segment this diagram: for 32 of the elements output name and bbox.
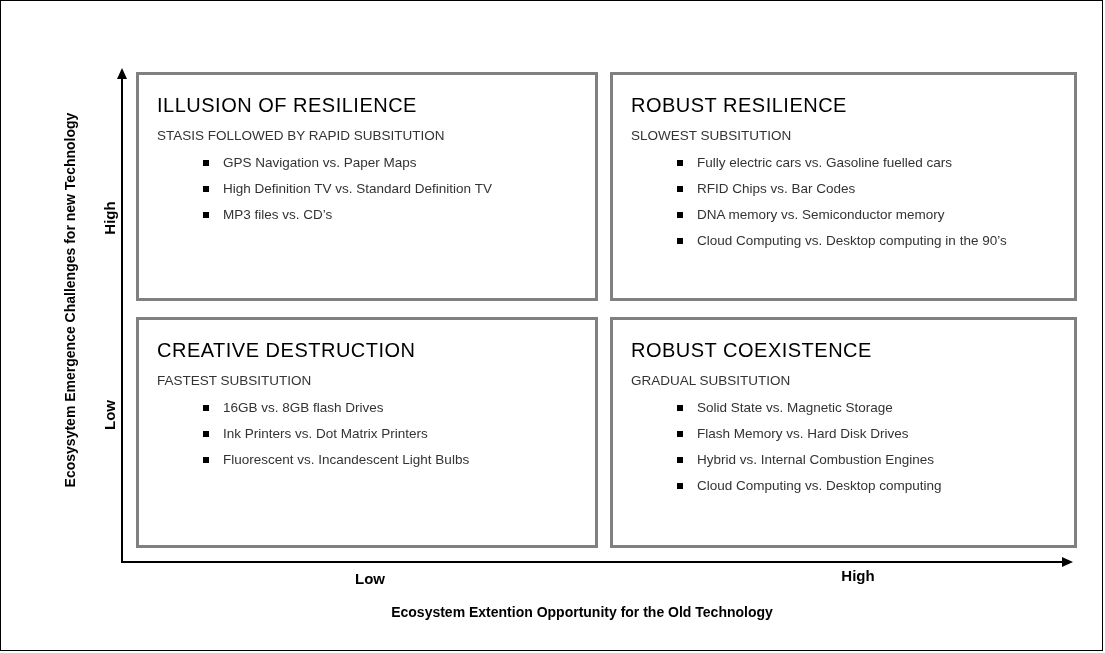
bullet-item: MP3 files vs. CD’s	[203, 206, 333, 223]
bullet-item: GPS Navigation vs. Paper Maps	[203, 154, 417, 171]
axis-tick-label: Low	[355, 568, 385, 589]
bullet-item: Fluorescent vs. Incandescent Light Bulbs	[203, 451, 470, 468]
quadrant-box	[610, 317, 1077, 548]
quadrant-subtitle: GRADUAL SUBSITUTION	[631, 372, 791, 390]
bullet-item: Cloud Computing vs. Desktop computing	[677, 477, 942, 494]
quadrant-heading: CREATIVE DESTRUCTION	[157, 338, 416, 362]
bullet-item: High Definition TV vs. Standard Definition TV	[203, 180, 492, 197]
quadrant-subtitle: SLOWEST SUBSITUTION	[631, 127, 792, 145]
quadrant-subtitle: STASIS FOLLOWED BY RAPID SUBSITUTION	[157, 127, 445, 145]
bullet-item: Cloud Computing vs. Desktop computing in the 90’s	[677, 232, 1007, 249]
y-axis-title: Ecosysytem Emergence Challenges for new Technology	[60, 112, 79, 488]
bullet-item: Fully electric cars vs. Gasoline fuelled cars	[677, 154, 953, 171]
quadrant-box	[610, 72, 1077, 301]
bullet-item: 16GB vs. 8GB flash Drives	[203, 399, 384, 416]
quadrant-box	[136, 317, 598, 548]
x-axis-title: Ecosystem Extention Opportunity for the Old Technology	[391, 602, 773, 622]
bullet-item: RFID Chips vs. Bar Codes	[677, 180, 856, 197]
quadrant-heading: ILLUSION OF RESILIENCE	[157, 93, 417, 117]
axis-tick-label: Low	[99, 400, 119, 430]
bullet-item: Solid State vs. Magnetic Storage	[677, 399, 893, 416]
quadrant-subtitle: FASTEST SUBSITUTION	[157, 372, 312, 390]
quadrant-heading: ROBUST COEXISTENCE	[631, 338, 872, 362]
quadrant-heading: ROBUST RESILIENCE	[631, 93, 847, 117]
bullet-item: DNA memory vs. Semiconductor memory	[677, 206, 945, 223]
bullet-item: Hybrid vs. Internal Combustion Engines	[677, 451, 935, 468]
bullet-item: Ink Printers vs. Dot Matrix Printers	[203, 425, 428, 442]
axis-tick-label: High	[99, 201, 119, 235]
bullet-item: Flash Memory vs. Hard Disk Drives	[677, 425, 909, 442]
quadrant-box	[136, 72, 598, 301]
axis-tick-label: High	[841, 565, 875, 586]
